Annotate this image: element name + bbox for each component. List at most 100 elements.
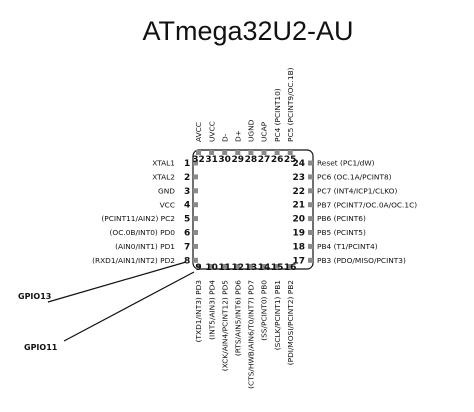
- pin-label-7: (AIN0/INT1) PD1: [115, 242, 175, 251]
- pin-label-19: PB5 (PCINT5): [317, 228, 366, 237]
- pin-number-19: 19: [292, 229, 305, 239]
- pin-number-25: 25: [284, 155, 297, 165]
- pin-label-14: (SS/PCINT0) PB0: [260, 280, 269, 341]
- pin-number-22: 22: [292, 187, 305, 197]
- pin-label-20: PB6 (PCINT6): [317, 214, 366, 223]
- pins-layer: 1 XTAL1 2 XTAL2 3 GND 4 VCC 5 (PCINT11/AIN2) PC2 6…: [92, 67, 417, 389]
- pin-pad-30: [222, 150, 228, 155]
- pin-pad-11: [222, 264, 228, 269]
- pin-number-24: 24: [292, 159, 305, 169]
- pin-label-9: (TXD1/INT3) PD3: [194, 280, 203, 343]
- pin-number-12: 12: [232, 263, 245, 273]
- annotation-gpio11: GPIO11: [24, 343, 58, 352]
- pin-number-5: 5: [184, 215, 190, 225]
- pin-number-17: 17: [292, 256, 305, 266]
- pin-number-21: 21: [292, 201, 305, 211]
- pin-label-27: UCAP: [260, 121, 269, 142]
- pin-label-25: PC5 (PCINT9/OC.1B): [286, 67, 295, 142]
- pin-label-5: (PCINT11/AIN2) PC2: [101, 214, 175, 223]
- pin-number-30: 30: [218, 155, 231, 165]
- pin-number-11: 11: [218, 263, 231, 273]
- pin-label-10: (INT5/AIN3) PD4: [207, 280, 216, 340]
- pin-number-31: 31: [205, 155, 218, 165]
- pin-label-22: PC7 (INT4/ICP1/CLKO): [317, 186, 397, 195]
- pin-label-28: UGND: [247, 119, 256, 142]
- pin-pad-1: [193, 160, 198, 166]
- pin-number-10: 10: [205, 263, 218, 273]
- pin-pad-25: [287, 150, 293, 155]
- pin-number-7: 7: [184, 242, 190, 252]
- pin-pad-24: [308, 160, 313, 166]
- pin-label-15: (SCLK/PCINT1) PB1: [273, 280, 282, 350]
- pin-label-23: PC6 (OC.1A/PCINT8): [317, 173, 392, 182]
- pin-label-13: (CTS/HWB/AIN6/T0/INT7) PD7: [247, 280, 256, 389]
- leader-line-gpio13: [47, 261, 187, 303]
- pin-label-26: PC4 (PCINT10): [273, 88, 282, 142]
- pin-label-3: GND: [158, 186, 175, 195]
- pin-pad-6: [193, 230, 198, 235]
- pin-number-13: 13: [245, 263, 258, 273]
- pin-label-29: D+: [234, 130, 243, 142]
- pin-pad-32: [196, 150, 201, 155]
- pin-pad-27: [261, 150, 267, 155]
- pin-pad-5: [193, 216, 198, 222]
- pin-pad-17: [308, 257, 313, 263]
- pin-label-16: (PDI/MOSI/PCINT2) PB2: [286, 280, 295, 365]
- pin-label-24: Reset (PC1/dW): [317, 159, 375, 168]
- pin-label-8: (RXD1/AIN1/INT2) PD2: [92, 256, 175, 265]
- pin-number-26: 26: [271, 155, 284, 165]
- pin-label-12: (RTS/AIN5/INT6) PD6: [234, 280, 243, 356]
- pin-pad-15: [274, 264, 280, 269]
- pin-label-18: PB4 (T1/PCINT4): [317, 242, 378, 251]
- pin-number-16: 16: [284, 263, 297, 273]
- pin-label-6: (OC.0B/INT0) PD0: [110, 228, 176, 237]
- pin-number-20: 20: [292, 215, 305, 225]
- pin-number-9: 9: [195, 263, 201, 273]
- pin-pad-3: [193, 188, 198, 194]
- pin-label-4: VCC: [160, 200, 175, 209]
- pin-pad-13: [248, 264, 254, 269]
- pin-number-1: 1: [184, 159, 190, 169]
- pin-pad-20: [308, 216, 313, 222]
- pin-number-14: 14: [258, 263, 271, 273]
- pin-pad-29: [235, 150, 241, 155]
- pin-pad-14: [261, 264, 267, 269]
- pin-pad-23: [308, 174, 313, 180]
- pin-label-11: (XCK/AIN4/PCINT12) PD5: [220, 280, 229, 371]
- pin-pad-22: [308, 188, 313, 194]
- pin-number-18: 18: [292, 242, 305, 252]
- pin-pad-9: [196, 264, 201, 269]
- pin-pad-2: [193, 174, 198, 180]
- pin-number-32: 32: [192, 155, 205, 165]
- pin-pad-16: [287, 264, 293, 269]
- pin-label-30: D-: [220, 133, 229, 142]
- pin-number-2: 2: [184, 173, 190, 183]
- pin-label-31: UVCC: [207, 121, 216, 142]
- pin-pad-7: [193, 243, 198, 249]
- pin-pad-12: [235, 264, 241, 269]
- pin-number-3: 3: [184, 187, 190, 197]
- pin-label-21: PB7 (PCINT7/OC.0A/OC.1C): [317, 200, 417, 209]
- diagram-title: ATmega32U2-AU: [142, 16, 353, 46]
- annotation-gpio13: GPIO13: [18, 292, 51, 301]
- pin-pad-28: [248, 150, 254, 155]
- pin-number-15: 15: [271, 263, 284, 273]
- pin-number-4: 4: [184, 201, 190, 211]
- pin-number-23: 23: [292, 173, 305, 183]
- pin-number-28: 28: [245, 155, 258, 165]
- pin-pad-21: [308, 202, 313, 208]
- pin-label-1: XTAL1: [152, 159, 175, 168]
- pin-pad-8: [193, 257, 198, 263]
- pin-label-2: XTAL2: [152, 173, 175, 182]
- pin-pad-26: [274, 150, 280, 155]
- pin-number-29: 29: [232, 155, 245, 165]
- pin-pad-19: [308, 230, 313, 235]
- pin-pad-4: [193, 202, 198, 208]
- pin-number-6: 6: [184, 229, 190, 239]
- pin-pad-10: [209, 264, 215, 269]
- pin-number-8: 8: [184, 256, 190, 266]
- pin-label-32: AVCC: [194, 122, 203, 142]
- pin-number-27: 27: [258, 155, 271, 165]
